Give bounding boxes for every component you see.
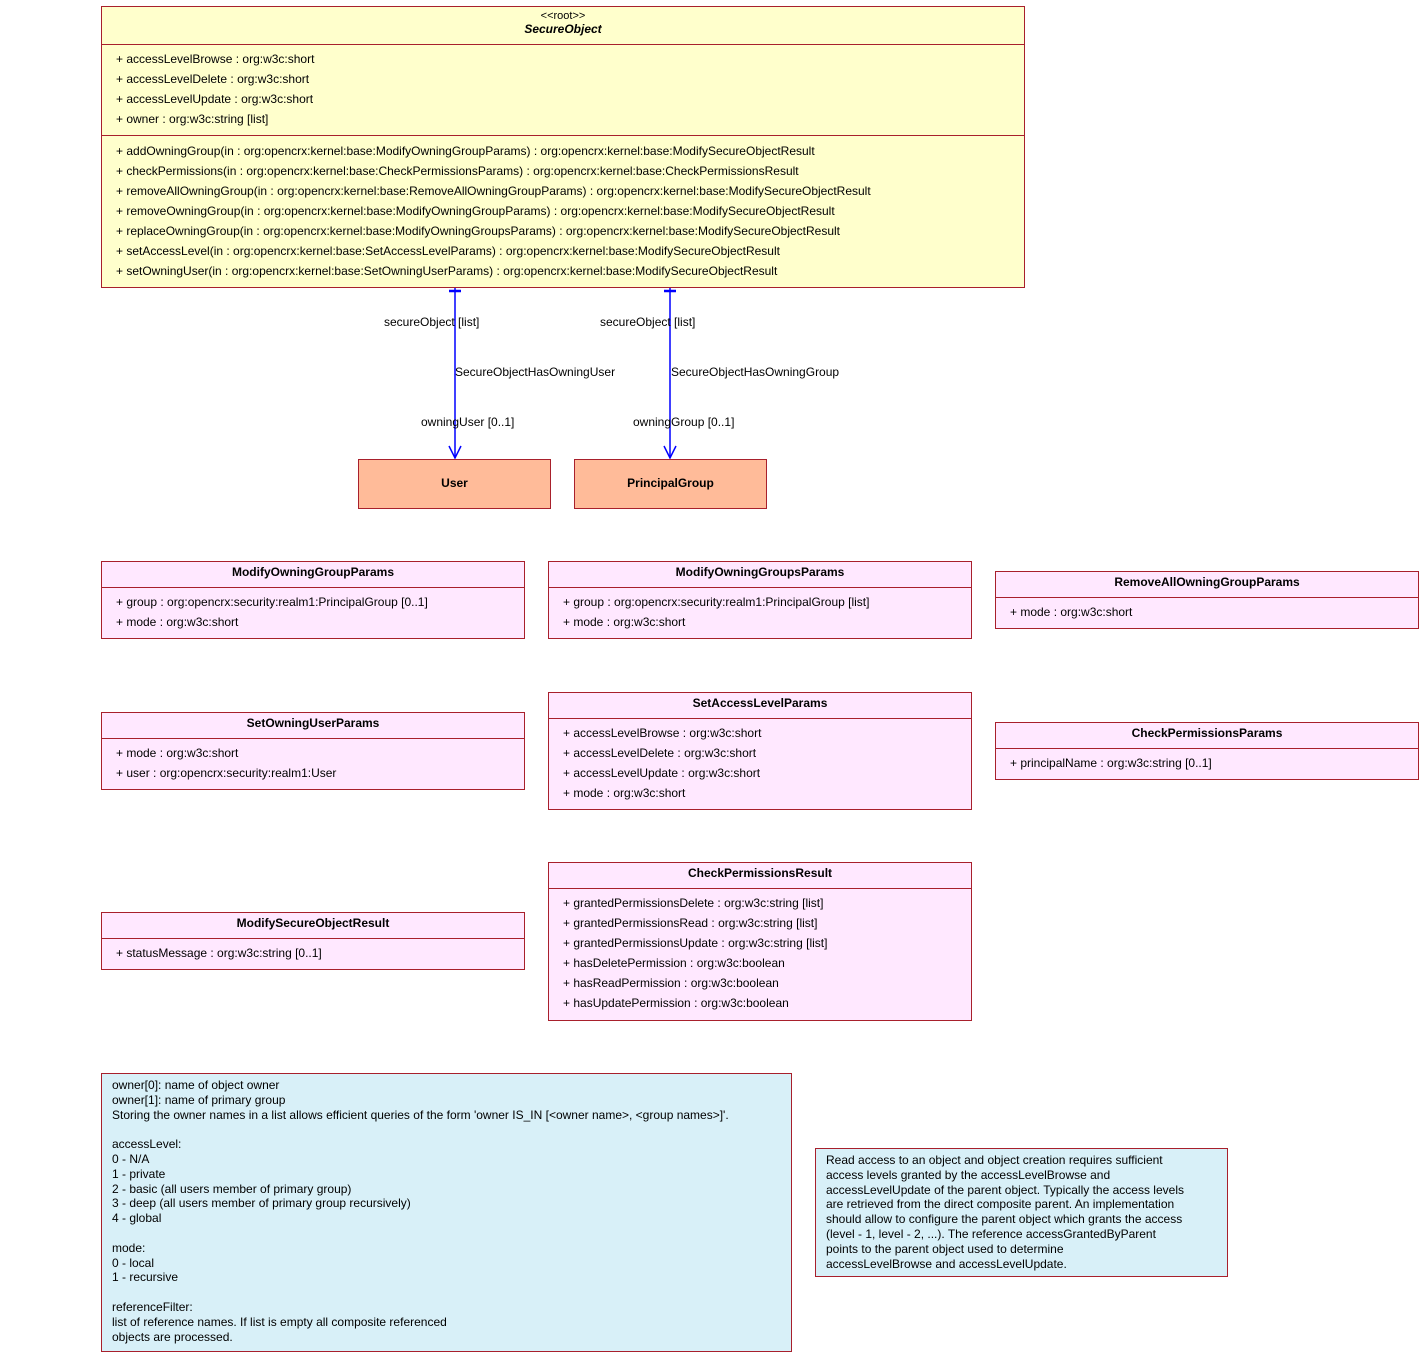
operation: + setAccessLevel(in : org:opencrx:kernel… — [116, 244, 780, 258]
operation: + addOwningGroup(in : org:opencrx:kernel… — [116, 144, 815, 158]
attribute: + mode : org:w3c:short — [116, 746, 239, 760]
attribute-compartment: + grantedPermissionsDelete : org:w3c:str… — [549, 889, 971, 1017]
class-name: ModifyOwningGroupParams — [102, 562, 524, 588]
attribute: + grantedPermissionsRead : org:w3c:strin… — [563, 916, 818, 930]
attribute: + user : org:opencrx:security:realm1:Use… — [116, 766, 337, 780]
operation: + removeOwningGroup(in : org:opencrx:ker… — [116, 204, 835, 218]
attribute: + accessLevelBrowse : org:w3c:short — [116, 52, 315, 66]
owning-group-association-name: SecureObjectHasOwningGroup — [671, 365, 840, 379]
class-name: ModifySecureObjectResult — [102, 913, 524, 939]
attribute: + group : org:opencrx:security:realm1:Pr… — [563, 595, 870, 609]
modify-secure-object-result-class[interactable]: ModifySecureObjectResult + statusMessage… — [101, 912, 525, 970]
attribute: + accessLevelDelete : org:w3c:short — [563, 746, 757, 760]
operation: + replaceOwningGroup(in : org:opencrx:ke… — [116, 224, 841, 238]
operation-compartment: + addOwningGroup(in : org:opencrx:kernel… — [102, 136, 1024, 285]
class-name: RemoveAllOwningGroupParams — [996, 572, 1418, 598]
attribute: + principalName : org:w3c:string [0..1] — [1010, 756, 1212, 770]
attribute-compartment: + group : org:opencrx:security:realm1:Pr… — [102, 588, 524, 636]
attribute-compartment: + group : org:opencrx:security:realm1:Pr… — [549, 588, 971, 636]
user-class[interactable]: User — [358, 459, 551, 509]
attribute-compartment: + mode : org:w3c:short + user : org:open… — [102, 739, 524, 787]
attribute: + mode : org:w3c:short — [563, 615, 686, 629]
secure-object-class[interactable]: <<root>> SecureObject + accessLevelBrows… — [101, 6, 1025, 288]
attribute-compartment: + mode : org:w3c:short — [996, 598, 1418, 626]
owner-note[interactable]: owner[0]: name of object owner owner[1]:… — [101, 1073, 792, 1352]
stereotype-label: <<root>> — [540, 10, 586, 22]
class-name: CheckPermissionsParams — [996, 723, 1418, 749]
operation: + removeAllOwningGroup(in : org:opencrx:… — [116, 184, 871, 198]
class-name: ModifyOwningGroupsParams — [549, 562, 971, 588]
attribute: + group : org:opencrx:security:realm1:Pr… — [116, 595, 428, 609]
attribute: + mode : org:w3c:short — [116, 615, 239, 629]
owning-user-target-role: owningUser [0..1] — [421, 415, 515, 429]
modify-owning-groups-params-class[interactable]: ModifyOwningGroupsParams + group : org:o… — [548, 561, 972, 639]
access-note[interactable]: Read access to an object and object crea… — [815, 1148, 1228, 1277]
attribute: + hasReadPermission : org:w3c:boolean — [563, 976, 779, 990]
remove-all-owning-group-params-class[interactable]: RemoveAllOwningGroupParams + mode : org:… — [995, 571, 1419, 629]
attribute: + grantedPermissionsUpdate : org:w3c:str… — [563, 936, 828, 950]
attribute-compartment: + accessLevelBrowse : org:w3c:short + ac… — [102, 45, 1024, 136]
note-text: Read access to an object and object crea… — [826, 1153, 1184, 1271]
owning-user-source-role: secureObject [list] — [384, 315, 480, 329]
modify-owning-group-params-class[interactable]: ModifyOwningGroupParams + group : org:op… — [101, 561, 525, 639]
attribute-compartment: + accessLevelBrowse : org:w3c:short + ac… — [549, 719, 971, 807]
operation: + checkPermissions(in : org:opencrx:kern… — [116, 164, 799, 178]
class-name: SetOwningUserParams — [102, 713, 524, 739]
attribute: + accessLevelUpdate : org:w3c:short — [116, 92, 314, 106]
attribute-compartment: + principalName : org:w3c:string [0..1] — [996, 749, 1418, 777]
class-name: CheckPermissionsResult — [549, 863, 971, 889]
association-owning-group-line — [663, 288, 677, 460]
attribute: + hasDeletePermission : org:w3c:boolean — [563, 956, 785, 970]
check-permissions-params-class[interactable]: CheckPermissionsParams + principalName :… — [995, 722, 1419, 780]
attribute: + grantedPermissionsDelete : org:w3c:str… — [563, 896, 824, 910]
class-name: User — [441, 476, 468, 490]
principal-group-class[interactable]: PrincipalGroup — [574, 459, 767, 509]
association-owning-user-line — [448, 288, 462, 460]
attribute: + statusMessage : org:w3c:string [0..1] — [116, 946, 322, 960]
attribute: + owner : org:w3c:string [list] — [116, 112, 269, 126]
class-name: SetAccessLevelParams — [549, 693, 971, 719]
attribute: + mode : org:w3c:short — [563, 786, 686, 800]
class-name: PrincipalGroup — [627, 476, 714, 490]
attribute: + accessLevelUpdate : org:w3c:short — [563, 766, 761, 780]
class-name: SecureObject — [524, 22, 602, 36]
operation: + setOwningUser(in : org:opencrx:kernel:… — [116, 264, 778, 278]
class-header: <<root>> SecureObject — [102, 7, 1024, 45]
attribute: + accessLevelDelete : org:w3c:short — [116, 72, 310, 86]
owning-group-source-role: secureObject [list] — [600, 315, 696, 329]
owning-user-association-name: SecureObjectHasOwningUser — [455, 365, 616, 379]
set-owning-user-params-class[interactable]: SetOwningUserParams + mode : org:w3c:sho… — [101, 712, 525, 790]
attribute: + mode : org:w3c:short — [1010, 605, 1133, 619]
set-access-level-params-class[interactable]: SetAccessLevelParams + accessLevelBrowse… — [548, 692, 972, 810]
owning-group-target-role: owningGroup [0..1] — [633, 415, 735, 429]
check-permissions-result-class[interactable]: CheckPermissionsResult + grantedPermissi… — [548, 862, 972, 1021]
attribute: + accessLevelBrowse : org:w3c:short — [563, 726, 762, 740]
note-text: owner[0]: name of object owner owner[1]:… — [112, 1078, 729, 1344]
attribute-compartment: + statusMessage : org:w3c:string [0..1] — [102, 939, 524, 967]
attribute: + hasUpdatePermission : org:w3c:boolean — [563, 996, 789, 1010]
